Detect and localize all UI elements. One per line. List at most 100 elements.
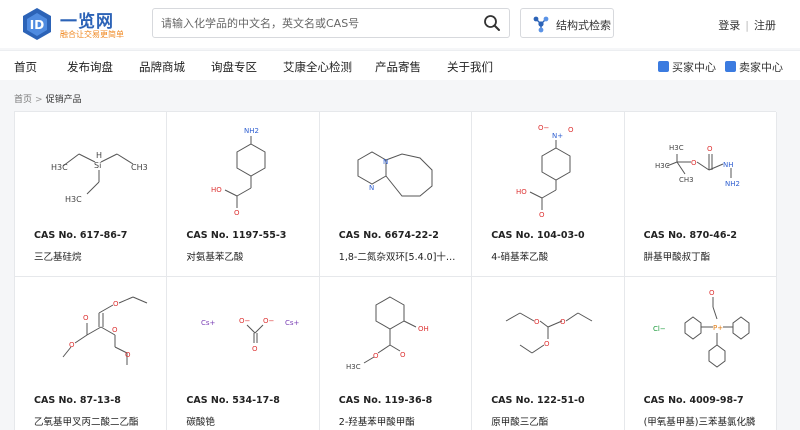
breadcrumb: 首页>促销产品 (14, 92, 82, 105)
atom-label: O (534, 318, 540, 326)
site-logo[interactable]: ID 一览网 融合让交易更简单 (20, 5, 130, 43)
product-card[interactable]: H3C H3C CH3 O O NH NH2 CAS No. 870-46-2 … (624, 112, 777, 277)
search-icon[interactable] (483, 14, 501, 32)
product-name[interactable]: 肼基甲酸叔丁酯 (643, 252, 711, 263)
structure-image: Cs+ Cs+ O− O− O (201, 317, 300, 353)
structure-image: NH2 HO O (211, 127, 266, 217)
atom-label: O (112, 326, 118, 334)
atom-label: N (369, 184, 374, 192)
nav-item-post-inquiry[interactable]: 发布询盘 (67, 60, 113, 74)
search-box (152, 8, 510, 38)
seller-icon (725, 61, 736, 72)
seller-center-label: 卖家中心 (739, 61, 783, 74)
atom-label: O (373, 352, 379, 360)
svg-text:ID: ID (30, 18, 44, 32)
atom-label: O (544, 340, 550, 348)
product-card[interactable]: O P+ Cl− CAS No. 4009-98-7 (甲氧基甲基)三苯基氯化膦 (624, 277, 777, 430)
product-card[interactable]: O− N+ O HO O CAS No. 104-03-0 4-硝基苯乙酸 (472, 112, 625, 277)
atom-label: O (252, 345, 258, 353)
atom-label: Si (94, 161, 101, 170)
structure-image: O O O O O (62, 296, 148, 365)
login-link[interactable]: 登录 (718, 19, 741, 32)
atom-label: Cs+ (201, 319, 216, 327)
nav-item-testing[interactable]: 艾康全心检测 (283, 60, 352, 74)
product-name[interactable]: 碳酸铯 (186, 417, 215, 428)
breadcrumb-current: 促销产品 (45, 95, 82, 105)
atom-label: H (96, 151, 102, 160)
structure-image: H3C H3C CH3 O O NH NH2 (655, 144, 740, 188)
product-cas: CAS No. 122-51-0 (491, 395, 585, 406)
auth-separator: | (745, 19, 749, 32)
atom-label: NH2 (725, 180, 740, 188)
nav-item-inquiry-zone[interactable]: 询盘专区 (211, 60, 257, 74)
product-name[interactable]: 原甲酸三乙酯 (491, 417, 549, 428)
product-cas: CAS No. 119-36-8 (338, 395, 433, 406)
product-name[interactable]: 1,8-二氮杂双环[5.4.0]十一... (338, 252, 464, 263)
product-cas: CAS No. 870-46-2 (643, 230, 738, 241)
nav-item-home[interactable]: 首页 (14, 60, 37, 74)
nav-item-about[interactable]: 关于我们 (447, 60, 493, 74)
atom-label: O− (239, 317, 251, 325)
atom-label: O (400, 351, 406, 359)
product-card[interactable]: O O O O O CAS No. 87-13-8 乙氧基甲叉丙二酸二乙酯 (15, 277, 168, 430)
structure-image: N N (357, 151, 433, 197)
molecule-icon (533, 16, 549, 33)
product-card[interactable]: Cs+ Cs+ O− O− O CAS No. 534-17-8 碳酸铯 (167, 277, 320, 430)
product-card[interactable]: NH2 HO O CAS No. 1197-55-3 对氨基苯乙酸 (167, 112, 320, 277)
structure-search-button[interactable]: 结构式检索 (520, 8, 614, 38)
atom-label: O (691, 159, 697, 167)
atom-label: Cs+ (285, 319, 300, 327)
search-input[interactable] (161, 9, 471, 37)
product-card[interactable]: O O O CAS No. 122-51-0 原甲酸三乙酯 (472, 277, 625, 430)
atom-label: NH (723, 161, 734, 169)
atom-label: N+ (552, 132, 563, 140)
atom-label: OH (418, 325, 429, 333)
product-name[interactable]: 4-硝基苯乙酸 (491, 252, 549, 263)
atom-label: NH2 (244, 127, 259, 135)
structure-image: O− N+ O HO O (516, 124, 574, 219)
atom-label: N (383, 158, 388, 166)
product-grid: H3C Si H CH3 H3C CAS No. 617-86-7 三乙基硅烷 … (14, 111, 777, 430)
atom-label: O (113, 300, 119, 308)
nav-item-brand-mall[interactable]: 品牌商城 (139, 60, 185, 74)
product-card[interactable]: N N CAS No. 6674-22-2 1,8-二氮杂双环[5.4.0]十一… (319, 112, 473, 277)
product-name[interactable]: 2-羟基苯甲酸甲酯 (338, 417, 415, 428)
brand-slogan: 融合让交易更简单 (60, 30, 124, 39)
product-name[interactable]: 对氨基苯乙酸 (186, 252, 244, 263)
breadcrumb-home[interactable]: 首页 (14, 95, 33, 105)
structure-image: OH O O H3C (346, 296, 429, 371)
main-nav: 首页 发布询盘 品牌商城 询盘专区 艾康全心检测 产品寄售 关于我们 买家中心 … (0, 50, 800, 80)
product-cas: CAS No. 1197-55-3 (186, 230, 287, 241)
atom-label: H3C (346, 363, 361, 371)
atom-label: O− (263, 317, 275, 325)
buyer-center-link[interactable]: 买家中心 (658, 59, 716, 75)
atom-label: O (568, 126, 574, 134)
nav-item-consignment[interactable]: 产品寄售 (375, 60, 421, 74)
hexagon-logo-icon: ID (23, 8, 51, 40)
structure-image: H3C Si H CH3 H3C (51, 151, 148, 204)
top-bar: ID 一览网 融合让交易更简单 结构式检索 登录 | 注册 (0, 0, 800, 48)
product-name[interactable]: (甲氧基甲基)三苯基氯化膦 (643, 417, 756, 428)
atom-label: O (709, 289, 715, 297)
buyer-icon (658, 61, 669, 72)
atom-label: O (83, 314, 89, 322)
product-card[interactable]: H3C Si H CH3 H3C CAS No. 617-86-7 三乙基硅烷 (15, 112, 168, 277)
structure-image: O O O (505, 312, 593, 354)
auth-links: 登录 | 注册 (718, 17, 776, 33)
seller-center-link[interactable]: 卖家中心 (725, 59, 783, 75)
atom-label: H3C (655, 162, 670, 170)
atom-label: Cl− (653, 325, 666, 333)
product-name[interactable]: 乙氧基甲叉丙二酸二乙酯 (34, 417, 139, 428)
product-cas: CAS No. 6674-22-2 (338, 230, 439, 241)
product-cas: CAS No. 87-13-8 (34, 395, 121, 406)
atom-label: O (707, 145, 713, 153)
product-name[interactable]: 三乙基硅烷 (34, 252, 82, 263)
atom-label: O− (538, 124, 550, 132)
product-card[interactable]: OH O O H3C CAS No. 119-36-8 2-羟基苯甲酸甲酯 (319, 277, 473, 430)
product-cas: CAS No. 4009-98-7 (643, 395, 744, 406)
structure-image: O P+ Cl− (653, 289, 750, 368)
register-link[interactable]: 注册 (754, 19, 776, 32)
brand-name: 一览网 (60, 12, 114, 32)
atom-label: H3C (65, 195, 82, 204)
atom-label: CH3 (679, 176, 694, 184)
